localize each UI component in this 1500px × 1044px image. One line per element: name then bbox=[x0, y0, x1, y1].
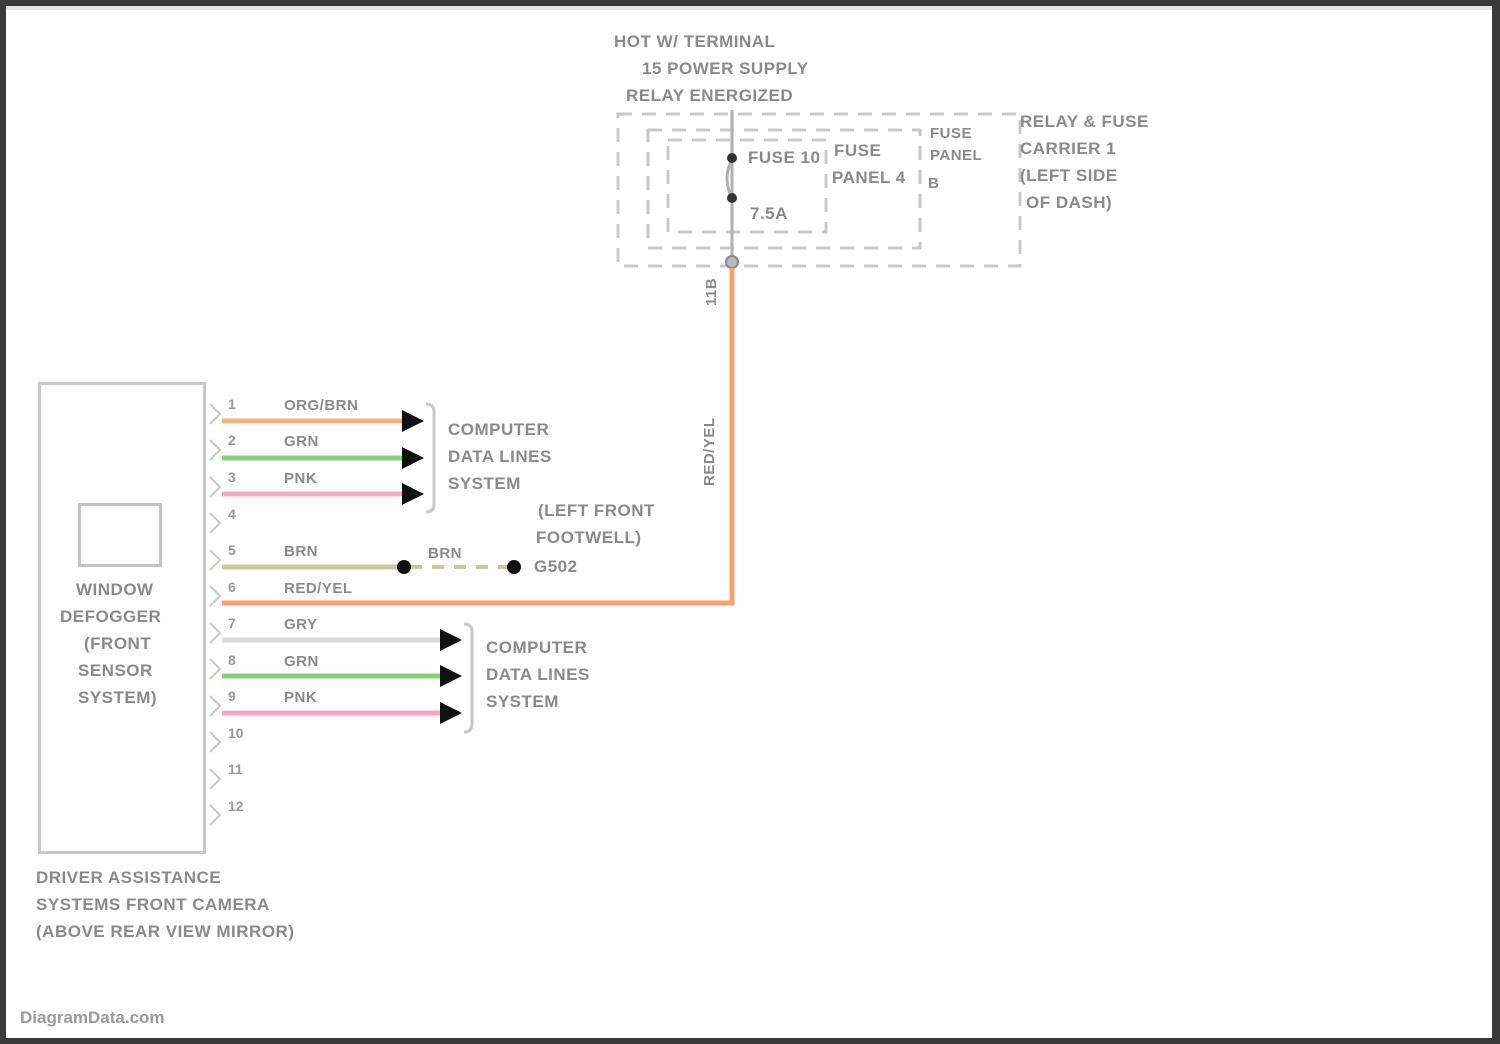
pin-number: 11 bbox=[228, 761, 243, 777]
fuse-panel-b-line-2: PANEL bbox=[930, 147, 983, 164]
power-wire-color: RED/YEL bbox=[701, 417, 718, 486]
diagram-canvas bbox=[6, 6, 1492, 1038]
arrow-icon bbox=[440, 665, 462, 687]
wire-label: GRN bbox=[284, 433, 319, 450]
fuse-panel-outline bbox=[646, 128, 922, 250]
power-wire-size: 11B bbox=[703, 277, 720, 306]
pin-number: 2 bbox=[228, 432, 236, 448]
pin-number: 4 bbox=[228, 506, 236, 522]
data-lines-1-line-1: COMPUTER bbox=[448, 420, 550, 439]
wire-label: PNK bbox=[284, 470, 318, 487]
wire-label: RED/YEL bbox=[284, 580, 353, 597]
fuse-outline bbox=[666, 138, 828, 234]
arrow-icon bbox=[440, 702, 462, 724]
carrier-line-2: CARRIER 1 bbox=[1020, 139, 1117, 158]
ground-label: G502 bbox=[534, 557, 578, 576]
wire-label: ORG/BRN bbox=[284, 397, 359, 414]
pin-number: 9 bbox=[228, 688, 236, 704]
fuse-rating: 7.5A bbox=[750, 204, 788, 223]
relay-fuse-carrier-outline bbox=[616, 112, 1022, 268]
arrow-icon bbox=[402, 410, 424, 432]
fuse-panel-label-1: FUSE bbox=[834, 141, 882, 160]
ground-dot bbox=[507, 560, 521, 574]
wire-label: GRY bbox=[284, 616, 318, 633]
pin-number: 5 bbox=[228, 542, 236, 558]
power-source-line-1: HOT W/ TERMINAL bbox=[614, 32, 776, 51]
pin-number: 10 bbox=[228, 725, 244, 741]
wire-label: GRN bbox=[284, 653, 319, 670]
camera-icon bbox=[78, 503, 162, 567]
ground-location-line-1: (LEFT FRONT bbox=[538, 501, 655, 520]
fuse-terminal-bottom bbox=[727, 193, 737, 203]
component-caption-line-2: SYSTEMS FRONT CAMERA bbox=[36, 895, 270, 914]
fuse-terminal-top bbox=[727, 153, 737, 163]
carrier-line-1: RELAY & FUSE bbox=[1020, 112, 1149, 131]
fuse-label: FUSE 10 bbox=[748, 148, 821, 167]
data-lines-1-line-3: SYSTEM bbox=[448, 474, 521, 493]
fuse-panel-label-2: PANEL 4 bbox=[832, 168, 906, 187]
pin-number: 3 bbox=[228, 469, 236, 485]
pin-number: 12 bbox=[228, 798, 244, 814]
data-lines-2-line-2: DATA LINES bbox=[486, 665, 590, 684]
arrow-icon bbox=[440, 629, 462, 651]
wire-label: BRN bbox=[284, 543, 318, 560]
data-lines-2-line-3: SYSTEM bbox=[486, 692, 559, 711]
arrow-icon bbox=[402, 447, 424, 469]
front-camera-module[interactable] bbox=[38, 382, 206, 854]
component-caption-line-1: DRIVER ASSISTANCE bbox=[36, 868, 222, 887]
splice-dot bbox=[397, 560, 411, 574]
fuse-panel-b-line-1: FUSE bbox=[930, 125, 973, 142]
watermark: DiagramData.com bbox=[20, 1008, 165, 1027]
arrow-icon bbox=[402, 483, 424, 505]
data-lines-1-line-2: DATA LINES bbox=[448, 447, 552, 466]
pin-number: 6 bbox=[228, 579, 236, 595]
pin-number: 1 bbox=[228, 396, 236, 412]
ground-wire-label: BRN bbox=[428, 545, 462, 562]
fuse-panel-pin: B bbox=[928, 175, 940, 192]
power-source-line-2: 15 POWER SUPPLY bbox=[642, 59, 809, 78]
pin-number: 7 bbox=[228, 615, 236, 631]
power-wire-red-yel bbox=[222, 268, 735, 606]
component-name-line-3: (FRONT bbox=[84, 634, 152, 653]
component-name-line-1: WINDOW bbox=[76, 580, 154, 599]
data-lines-2-line-1: COMPUTER bbox=[486, 638, 588, 657]
power-source-line-3: RELAY ENERGIZED bbox=[626, 86, 794, 105]
connector-pin bbox=[725, 255, 739, 269]
component-caption-line-3: (ABOVE REAR VIEW MIRROR) bbox=[36, 922, 295, 941]
component-name-line-2: DEFOGGER bbox=[60, 607, 162, 626]
wire-label: PNK bbox=[284, 689, 318, 706]
pin-number: 8 bbox=[228, 652, 236, 668]
component-name-line-4: SENSOR bbox=[78, 661, 153, 680]
carrier-line-3: (LEFT SIDE bbox=[1020, 166, 1118, 185]
component-name-line-5: SYSTEM) bbox=[78, 688, 158, 707]
carrier-line-4: OF DASH) bbox=[1026, 193, 1113, 212]
ground-location-line-2: FOOTWELL) bbox=[536, 528, 642, 547]
